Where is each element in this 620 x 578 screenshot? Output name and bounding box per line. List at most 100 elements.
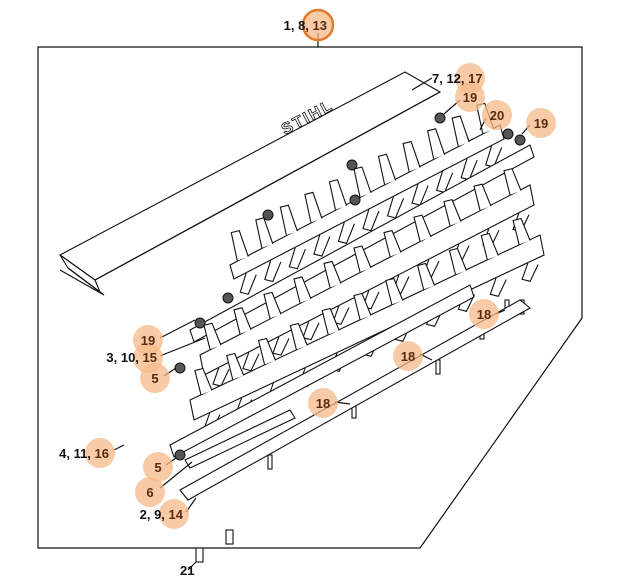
callout-number: 21 [180, 563, 194, 578]
callout-20[interactable]: 20 [490, 108, 504, 123]
callout-label: 2, 9, 14 [140, 507, 184, 522]
blade-tooth [323, 260, 342, 288]
upper-blade-20[interactable] [229, 102, 505, 295]
callout-highlighted-number: 18 [477, 307, 491, 322]
callout-number: 4, 11, [59, 446, 94, 461]
callout-marker-5a [140, 363, 177, 393]
callout-18c[interactable]: 18 [316, 396, 330, 411]
highlight-circle [303, 10, 333, 40]
blade-tooth [443, 198, 462, 226]
callout-7[interactable]: 7, 12, 17 [432, 71, 483, 86]
nut-icon [346, 159, 358, 171]
blade-tooth [264, 259, 282, 283]
blade-tooth [328, 179, 347, 210]
callout-label: 21 [180, 563, 194, 578]
blade-tooth [411, 183, 429, 206]
callout-18b[interactable]: 18 [401, 349, 415, 364]
callout-highlighted-number: 14 [169, 507, 184, 522]
highlight-circle [143, 452, 173, 482]
blade-tooth [212, 367, 230, 387]
blade-tooth [385, 277, 404, 305]
blade-tooth [377, 153, 397, 185]
blade-tooth [288, 247, 306, 270]
callout-21[interactable]: 21 [180, 563, 194, 578]
blade-tooth [416, 262, 436, 290]
nut-icon [222, 292, 234, 304]
blade-tooth [353, 245, 372, 273]
blade-tooth [485, 145, 503, 168]
callout-19b[interactable]: 19 [534, 116, 548, 131]
callout-top[interactable]: 1, 8, 13 [284, 18, 327, 33]
nut-icon [514, 134, 526, 146]
pin-18[interactable] [435, 359, 441, 375]
callout-5a[interactable]: 5 [151, 371, 158, 386]
callout-19c[interactable]: 19 [141, 333, 155, 348]
highlight-circle [135, 477, 165, 507]
bottom-plate[interactable] [169, 284, 475, 458]
callout-marker-20 [479, 100, 512, 131]
blade-tooth [489, 277, 507, 297]
callout-label: 6 [146, 485, 153, 500]
callout-marker-5b [143, 452, 177, 482]
highlight-circle [140, 363, 170, 393]
callout-label: 3, 10, 15 [106, 350, 157, 365]
callout-4[interactable]: 4, 11, 16 [59, 446, 109, 461]
callout-6[interactable]: 6 [146, 485, 153, 500]
nut-icon [174, 362, 186, 374]
blade-tooth [313, 234, 331, 257]
callout-2[interactable]: 2, 9, 14 [140, 507, 184, 522]
leader-line [159, 337, 206, 357]
nut-icon [349, 194, 361, 206]
callout-label: 18 [316, 396, 330, 411]
blade-tooth [304, 191, 323, 223]
callout-marker-19a [443, 82, 485, 115]
callout-label: 7, 12, 17 [432, 71, 483, 86]
callout-marker-21 [187, 561, 197, 571]
callout-highlighted-number: 19 [141, 333, 155, 348]
leader-line [411, 77, 433, 91]
blade-tooth [413, 214, 432, 242]
callout-highlighted-number: 5 [151, 371, 158, 386]
blade-tooth [257, 337, 277, 365]
blade-tooth [473, 183, 492, 211]
callout-number: 1, 8, [284, 18, 313, 33]
nut-icon [174, 449, 186, 461]
guide-plate[interactable] [189, 144, 535, 343]
blade-tooth [435, 170, 454, 194]
callout-highlighted-number: 17 [468, 71, 482, 86]
callout-19a[interactable]: 19 [463, 90, 477, 105]
blade-tooth [242, 351, 260, 372]
assembly-frame [37, 40, 583, 549]
screws-21[interactable] [195, 529, 234, 563]
callout-3[interactable]: 3, 10, 15 [106, 350, 157, 365]
pin-18[interactable] [267, 454, 273, 470]
callout-label: 19 [463, 90, 477, 105]
callout-highlighted-number: 19 [534, 116, 548, 131]
blade-tooth [203, 322, 222, 350]
blade-tooth [302, 320, 320, 341]
blade-tooth [289, 322, 308, 350]
highlight-circle [455, 82, 485, 112]
blade-tooth [233, 307, 252, 334]
callout-marker-18c [308, 388, 351, 418]
blade-tooth [337, 221, 355, 244]
callout-marker-top [301, 8, 335, 42]
blade-tooth [321, 307, 340, 335]
highlight-circle [159, 499, 189, 529]
blade-tooth [386, 196, 405, 219]
blade-tooth [353, 166, 372, 198]
callout-highlighted-number: 5 [154, 460, 161, 475]
highlight-circle [85, 438, 115, 468]
callout-5b[interactable]: 5 [154, 460, 161, 475]
blade-tooth [503, 168, 522, 195]
nut-icon [434, 112, 446, 124]
blade-tooth [353, 292, 372, 320]
callout-label: 18 [401, 349, 415, 364]
callout-highlighted-number: 13 [313, 18, 327, 33]
cutter-blade-upper[interactable] [199, 168, 535, 387]
callout-18a[interactable]: 18 [477, 307, 491, 322]
blade-tooth [480, 232, 499, 260]
callout-marker-18a [469, 299, 506, 329]
callout-label: 20 [490, 108, 504, 123]
leader-line [159, 319, 196, 339]
